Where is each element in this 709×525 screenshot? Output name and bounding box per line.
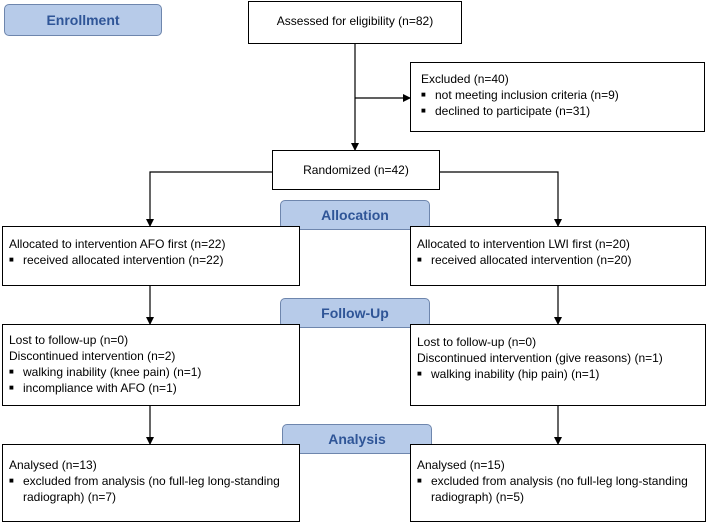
excluded-item: ■ not meeting inclusion criteria (n=9): [421, 87, 698, 103]
right-follow-up-discontinued: Discontinued intervention (give reasons)…: [417, 351, 663, 365]
bullet-icon: ■: [9, 476, 14, 485]
bullet-icon: ■: [9, 367, 14, 376]
bullet-icon: ■: [417, 476, 422, 485]
excluded-box: Excluded (n=40) ■ not meeting inclusion …: [410, 62, 705, 132]
bullet-icon: ■: [421, 90, 426, 99]
right-allocation-item: ■ received allocated intervention (n=20): [417, 252, 699, 268]
right-allocation-title: Allocated to intervention LWI first (n=2…: [417, 237, 630, 251]
left-allocation-box: Allocated to intervention AFO first (n=2…: [2, 226, 300, 286]
left-follow-up-item-text: walking inability (knee pain) (n=1): [23, 365, 202, 379]
left-analysis-item: ■ excluded from analysis (no full-leg lo…: [9, 473, 293, 505]
left-allocation-item-text: received allocated intervention (n=22): [23, 253, 224, 267]
stage-follow-up: Follow-Up: [280, 298, 430, 328]
right-analysis-box: Analysed (n=15) ■ excluded from analysis…: [410, 444, 706, 522]
excluded-item: ■ declined to participate (n=31): [421, 103, 698, 119]
assessed-box: Assessed for eligibility (n=82): [248, 1, 462, 44]
right-analysis-item: ■ excluded from analysis (no full-leg lo…: [417, 473, 699, 505]
right-allocation-item-text: received allocated intervention (n=20): [431, 253, 632, 267]
bullet-icon: ■: [421, 106, 426, 115]
left-follow-up-item: ■ walking inability (knee pain) (n=1): [9, 364, 293, 380]
arrow-randomized-to-right: [440, 171, 562, 227]
right-allocation-box: Allocated to intervention LWI first (n=2…: [410, 226, 706, 286]
right-follow-up-item-text: walking inability (hip pain) (n=1): [431, 367, 600, 381]
left-analysis-title: Analysed (n=13): [9, 458, 97, 472]
left-follow-up-discontinued: Discontinued intervention (n=2): [9, 349, 176, 363]
left-allocation-item: ■ received allocated intervention (n=22): [9, 252, 293, 268]
bullet-icon: ■: [9, 255, 14, 264]
randomized-label: Randomized (n=42): [303, 163, 409, 177]
assessed-label: Assessed for eligibility (n=82): [276, 14, 434, 28]
randomized-box: Randomized (n=42): [272, 150, 440, 190]
right-follow-up-box: Lost to follow-up (n=0) Discontinued int…: [410, 324, 706, 406]
excluded-title: Excluded (n=40): [421, 72, 509, 86]
left-analysis-box: Analysed (n=13) ■ excluded from analysis…: [2, 444, 300, 522]
excluded-item-text: not meeting inclusion criteria (n=9): [435, 88, 619, 102]
bullet-icon: ■: [417, 255, 422, 264]
arrow-randomized-to-left: [146, 171, 272, 227]
right-analysis-title: Analysed (n=15): [417, 458, 505, 472]
excluded-item-text: declined to participate (n=31): [435, 104, 591, 118]
left-follow-up-lost: Lost to follow-up (n=0): [9, 333, 129, 347]
stage-allocation: Allocation: [280, 200, 430, 230]
bullet-icon: ■: [9, 383, 14, 392]
left-follow-up-item: ■ incompliance with AFO (n=1): [9, 380, 293, 396]
right-follow-up-item: ■ walking inability (hip pain) (n=1): [417, 366, 699, 382]
left-allocation-title: Allocated to intervention AFO first (n=2…: [9, 237, 226, 251]
right-follow-up-lost: Lost to follow-up (n=0): [417, 335, 537, 349]
right-analysis-item-text: excluded from analysis (no full-leg long…: [431, 474, 688, 504]
stage-analysis: Analysis: [282, 424, 432, 454]
left-follow-up-item-text: incompliance with AFO (n=1): [23, 381, 177, 395]
left-follow-up-box: Lost to follow-up (n=0) Discontinued int…: [2, 324, 300, 406]
bullet-icon: ■: [417, 369, 422, 378]
stage-enrollment: Enrollment: [4, 4, 162, 36]
left-analysis-item-text: excluded from analysis (no full-leg long…: [23, 474, 280, 504]
